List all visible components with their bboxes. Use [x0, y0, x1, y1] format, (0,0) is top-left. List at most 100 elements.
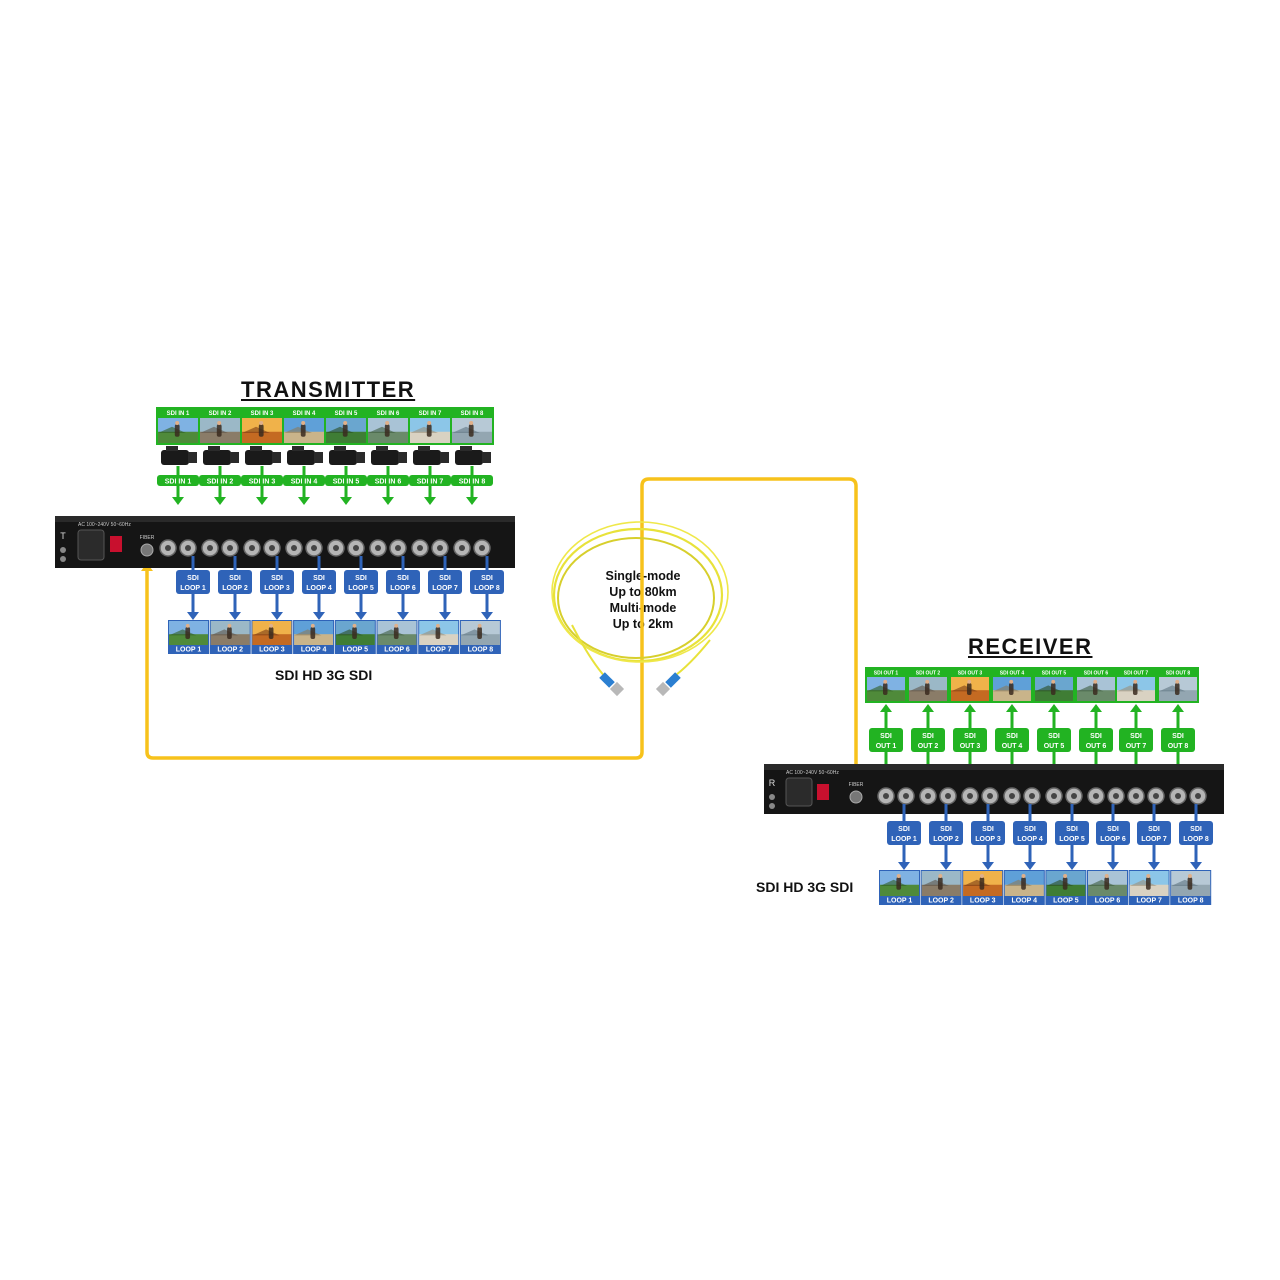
tx-input-arrow-label-7: SDI IN 7 [417, 479, 444, 486]
tx-loop-thumb-4-figure [310, 627, 316, 639]
tx-camera-body-1 [161, 450, 189, 465]
tx-input-arrow-label-1: SDI IN 1 [165, 479, 192, 486]
rx-output-arrow-head-2 [922, 704, 934, 712]
rx-output-badge-line1-3: SDI [964, 733, 976, 740]
tx-camera-handle-6 [376, 446, 388, 451]
rx-power-switch [817, 784, 829, 800]
tx-input-thumb-8-ground [452, 431, 492, 443]
rx-loop-thumb-7-ground [1129, 884, 1169, 896]
tx-loop-thumb-1-figure [185, 627, 191, 639]
rx-loop-thumb-label-5: LOOP 5 [1053, 898, 1079, 905]
tx-loop-badge-line1-1: SDI [187, 575, 199, 582]
tx-fiber-port-label: FIBER [140, 535, 155, 541]
tx-camera-body-4 [287, 450, 315, 465]
tx-loop-arrow-head-6 [397, 612, 409, 620]
tx-fiber-port [140, 543, 154, 557]
tx-camera-lens-3 [272, 452, 281, 463]
rx-bnc-pin-2-loop [945, 793, 951, 799]
tx-input-arrow-badge-1 [157, 475, 199, 486]
tx-loop-thumb-3-figure-head [269, 623, 274, 628]
tx-input-thumb-2-figure-head [217, 421, 222, 425]
tx-input-arrow-badge-8 [451, 475, 493, 486]
rx-output-badge-line2-7: OUT 7 [1126, 743, 1147, 750]
rx-output-thumb-3-figure [966, 683, 972, 695]
fiber-connector-right-boot [665, 672, 681, 688]
rx-output-thumb-5 [1035, 677, 1073, 701]
tx-input-tile-label-1: SDI IN 1 [167, 411, 190, 417]
tx-input-thumb-1-ground [158, 431, 198, 443]
rx-loop-thumb-label-2: LOOP 2 [928, 898, 954, 905]
rx-loop-thumb-7-figure [1145, 877, 1151, 890]
rx-output-thumb-7-figure-head [1133, 679, 1138, 684]
tx-input-arrow-head-4 [298, 497, 310, 505]
fiber-connector-left-ferrule [609, 681, 625, 697]
rx-output-thumb-7-ground [1117, 690, 1155, 701]
tx-input-arrow-label-4: SDI IN 4 [291, 479, 318, 486]
rx-loop-thumb-3 [963, 871, 1003, 896]
tx-loop-badge-line1-5: SDI [355, 575, 367, 582]
tx-bnc-pin-1-loop [185, 545, 191, 551]
rx-output-arrow-head-3 [964, 704, 976, 712]
tx-input-tile-label-2: SDI IN 2 [209, 411, 232, 417]
tx-loop-badge-line1-3: SDI [271, 575, 283, 582]
tx-loop-arrow-head-8 [481, 612, 493, 620]
rx-chassis-top-lip [764, 764, 1224, 770]
tx-loop-thumb-label-3: LOOP 3 [259, 647, 285, 654]
rx-loop-thumb-label-6: LOOP 6 [1095, 898, 1121, 905]
tx-input-tile-label-5: SDI IN 5 [335, 411, 358, 417]
fiber-link-line [145, 477, 858, 770]
tx-input-arrow-head-7 [424, 497, 436, 505]
tx-camera-body-6 [371, 450, 399, 465]
tx-input-thumb-3-ground [242, 431, 282, 443]
tx-loop-thumb-1-ground [169, 634, 208, 645]
tx-power-label: AC 100~240V 50~60Hz [78, 522, 131, 528]
rx-output-thumb-6-figure [1092, 683, 1098, 695]
tx-input-arrow-head-8 [466, 497, 478, 505]
rx-output-arrow-head-8 [1172, 704, 1184, 712]
tx-loop-thumb-3-ground [252, 634, 292, 645]
tx-bnc-pin-4-in [291, 545, 297, 551]
rx-loop-badge-8 [1179, 821, 1213, 845]
transmitter-title: TRANSMITTER [241, 377, 416, 402]
tx-input-thumb-8 [452, 418, 492, 443]
rx-loop-thumb-3-figure-head [979, 874, 984, 878]
rx-loop-thumb-5-figure-head [1063, 874, 1068, 878]
rx-fiber-port-label: FIBER [849, 782, 864, 788]
rx-loop-badge-3 [971, 821, 1005, 845]
rx-output-thumb-2-figure [924, 683, 930, 695]
tx-camera-handle-2 [208, 446, 220, 451]
tx-bnc-pin-1-in [165, 545, 171, 551]
tx-input-thumb-5-figure-head [343, 421, 348, 425]
tx-camera-lens-7 [440, 452, 449, 463]
rx-output-thumb-3-ground [951, 690, 989, 701]
rx-output-thumb-4-figure [1008, 683, 1014, 695]
tx-loop-badge-6 [386, 570, 420, 594]
rx-bnc-pin-7-loop [1153, 793, 1159, 799]
tx-input-arrow-head-3 [256, 497, 268, 505]
rx-loop-badge-line2-2: LOOP 2 [933, 836, 959, 843]
tx-camera-body-8 [455, 450, 483, 465]
rx-output-tile-label-8: SDI OUT 8 [1166, 671, 1191, 677]
rx-loop-thumb-label-8: LOOP 8 [1178, 898, 1204, 905]
tx-input-thumb-8-figure-head [469, 421, 474, 425]
tx-bnc-pin-2-loop [227, 545, 233, 551]
tx-loop-badge-8 [470, 570, 504, 594]
tx-camera-handle-5 [334, 446, 346, 451]
tx-screw-2 [60, 556, 66, 562]
rx-output-thumb-3 [951, 677, 989, 701]
rx-output-badge-8 [1161, 728, 1195, 752]
tx-input-tile-label-7: SDI IN 7 [419, 411, 442, 417]
rx-output-badge-line1-4: SDI [1006, 733, 1018, 740]
tx-power-socket [77, 529, 105, 561]
rx-output-thumb-1-ground [867, 690, 905, 701]
rx-output-badge-line1-8: SDI [1172, 733, 1184, 740]
tx-loop-thumb-7 [419, 621, 459, 645]
tx-loop-badge-line2-2: LOOP 2 [222, 585, 248, 592]
rx-output-thumb-1-figure [882, 683, 888, 695]
tx-input-thumb-7-figure [426, 424, 432, 437]
tx-camera-body-3 [245, 450, 273, 465]
fiber-coil-loop-3 [551, 521, 729, 663]
tx-loop-thumb-3-figure [268, 627, 274, 639]
tx-bnc-pin-3-in [249, 545, 255, 551]
rx-bnc-pin-7-out [1133, 793, 1139, 799]
